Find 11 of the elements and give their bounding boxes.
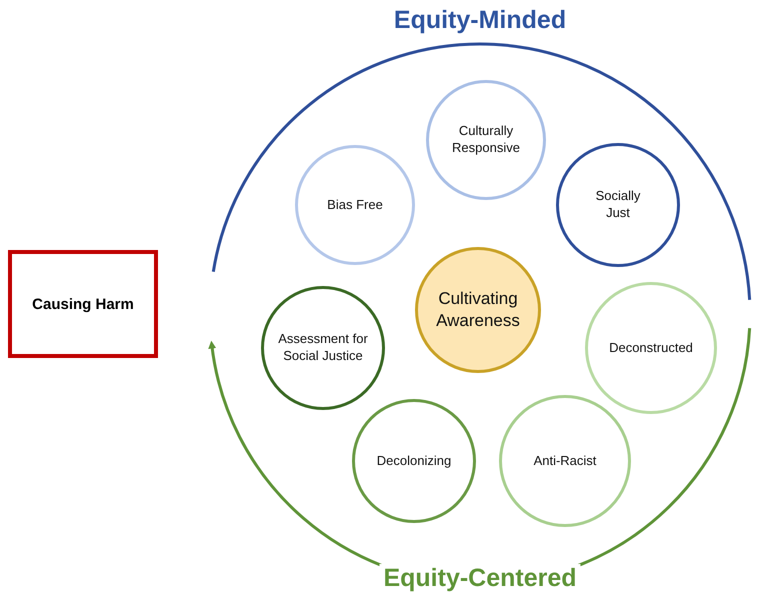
circle-label: Socially Just bbox=[594, 188, 642, 222]
circle-label: Anti-Racist bbox=[534, 452, 596, 470]
circle-label: Culturally Responsive bbox=[451, 123, 521, 157]
circle-label: Bias Free bbox=[327, 196, 383, 214]
ring-heading: Equity-Centered bbox=[379, 564, 581, 593]
circle-label: Deconstructed bbox=[609, 340, 693, 356]
circle-label: Decolonizing bbox=[376, 452, 452, 470]
circle-label: Cultivating Awareness bbox=[435, 288, 521, 332]
box-label: Causing Harm bbox=[32, 296, 134, 312]
circle-label: Assessment for Social Justice bbox=[277, 331, 369, 365]
outcome-box bbox=[8, 250, 158, 358]
